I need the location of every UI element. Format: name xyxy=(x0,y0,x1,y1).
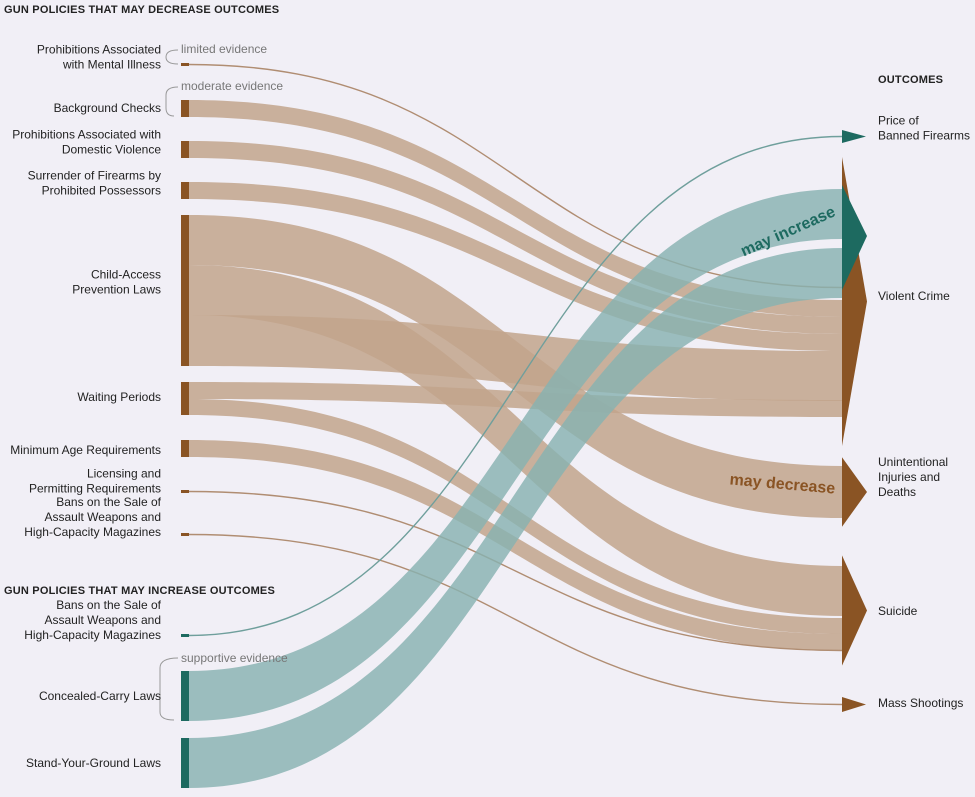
source-label-s3-line2: Domestic Violence xyxy=(62,143,161,157)
outcome-label-o2-line1: Violent Crime xyxy=(878,289,950,303)
outcome-label-o1-line1: Price of xyxy=(878,114,919,128)
outcome-label-o5-line1: Mass Shootings xyxy=(878,696,963,710)
outcomes-heading: OUTCOMES xyxy=(878,74,943,86)
decrease-heading: GUN POLICIES THAT MAY DECREASE OUTCOMES xyxy=(4,4,279,16)
source-label-s1-line1: Prohibitions Associated xyxy=(37,43,161,57)
source-label-s4-line2: Prohibited Possessors xyxy=(42,184,161,198)
flow-s5-to-o2 xyxy=(189,315,842,401)
flows-layer xyxy=(188,63,843,788)
source-bar-s3 xyxy=(181,141,189,158)
flow-s10-to-o1 xyxy=(188,135,843,637)
flow-s12-to-o2 xyxy=(189,248,842,788)
flow-s4-to-o2 xyxy=(189,182,842,351)
source-label-s6-line1: Waiting Periods xyxy=(77,390,161,404)
source-label-s9-line1: Bans on the Sale of xyxy=(56,495,161,509)
limited-evidence-label: limited evidence xyxy=(181,42,267,56)
source-bar-s10 xyxy=(181,634,189,637)
source-label-s5-line1: Child-Access xyxy=(91,268,161,282)
outcome-arrow-o5 xyxy=(842,697,866,712)
outcome-label-o3-line2: Injuries and xyxy=(878,470,940,484)
flow-s8-to-o4 xyxy=(188,490,843,652)
supportive-evidence-label: supportive evidence xyxy=(181,651,288,665)
outcome-arrow-o3 xyxy=(842,457,867,527)
source-bar-s1 xyxy=(181,63,189,66)
source-label-s1-line2: with Mental Illness xyxy=(62,58,161,72)
limited-evidence-bracket xyxy=(165,49,179,65)
source-label-s11-line1: Concealed-Carry Laws xyxy=(39,689,161,703)
outcome-label-o3-line3: Deaths xyxy=(878,485,916,499)
source-label-s9-line2: Assault Weapons and xyxy=(44,510,161,524)
flow-s11-to-o2 xyxy=(189,189,842,721)
moderate-evidence-label: moderate evidence xyxy=(181,79,283,93)
increase-arrowhead xyxy=(842,185,867,290)
source-label-s10-line2: Assault Weapons and xyxy=(44,613,161,627)
flow-s9-to-o5 xyxy=(188,533,843,706)
moderate-evidence-bracket xyxy=(165,86,179,117)
source-label-s4-line1: Surrender of Firearms by xyxy=(28,169,161,183)
outcome-arrow-o1 xyxy=(842,130,866,143)
outcome-label-o4-line1: Suicide xyxy=(878,604,918,618)
outcome-label-o1-line2: Banned Firearms xyxy=(878,129,970,143)
source-bar-s9 xyxy=(181,533,189,536)
source-bar-s6 xyxy=(181,382,189,415)
outcome-arrow-o4 xyxy=(842,555,867,666)
source-label-s8-line2: Permitting Requirements xyxy=(29,482,161,496)
nodes-layer xyxy=(181,63,867,788)
flow-s6-to-o2 xyxy=(189,382,842,417)
source-bar-s4 xyxy=(181,182,189,199)
outcome-label-o3-line1: Unintentional xyxy=(878,455,948,469)
source-label-s10-line1: Bans on the Sale of xyxy=(56,598,161,612)
source-bar-s8 xyxy=(181,490,189,493)
source-label-s3-line1: Prohibitions Associated with xyxy=(12,128,161,142)
source-label-s10-line3: High-Capacity Magazines xyxy=(24,628,161,642)
source-bar-s2 xyxy=(181,100,189,117)
source-bar-s5 xyxy=(181,215,189,366)
source-label-s9-line3: High-Capacity Magazines xyxy=(24,525,161,539)
source-bar-s12 xyxy=(181,738,189,788)
flow-s7-to-o4 xyxy=(189,440,842,651)
source-label-s8-line1: Licensing and xyxy=(87,467,161,481)
increase-heading: GUN POLICIES THAT MAY INCREASE OUTCOMES xyxy=(4,585,275,597)
flow-s2-to-o2 xyxy=(189,100,842,317)
flow-s1-to-o2 xyxy=(188,63,843,289)
source-bar-s11 xyxy=(181,671,189,721)
source-label-s2-line1: Background Checks xyxy=(54,101,161,115)
source-bar-s7 xyxy=(181,440,189,457)
source-label-s7-line1: Minimum Age Requirements xyxy=(10,443,161,457)
flow-s3-to-o2 xyxy=(189,141,842,334)
source-label-s5-line2: Prevention Laws xyxy=(72,283,161,297)
supportive-evidence-bracket xyxy=(159,657,179,721)
source-label-s12-line1: Stand-Your-Ground Laws xyxy=(26,756,161,770)
